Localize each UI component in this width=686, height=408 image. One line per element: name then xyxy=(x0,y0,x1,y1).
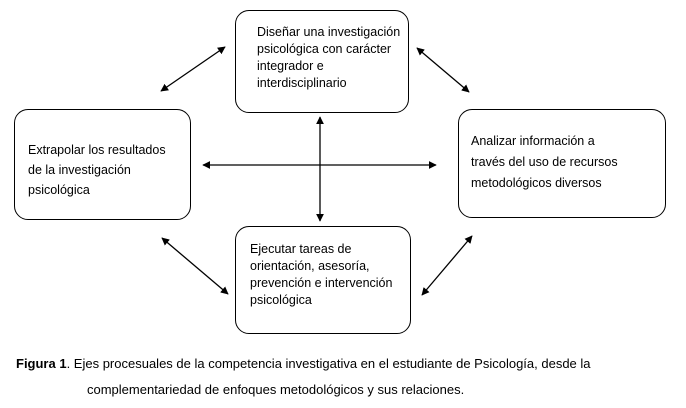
node-design-research: Diseñar una investigación psicológica co… xyxy=(235,10,409,113)
arrow-left-to-bottom xyxy=(161,237,229,295)
caption-text-line-1: . Ejes procesuales de la competencia inv… xyxy=(66,356,591,371)
caption-label: Figura 1 xyxy=(16,356,67,371)
arrow-top-to-right xyxy=(416,47,470,93)
figure-caption: Figura 1. Ejes procesuales de la compete… xyxy=(16,355,591,373)
node-analyze-information-text: Analizar información a través del uso de… xyxy=(471,134,618,190)
caption-text-line-2: complementariedad de enfoques metodológi… xyxy=(87,382,465,397)
node-analyze-information: Analizar información a través del uso de… xyxy=(458,109,666,218)
node-extrapolate-results-text: Extrapolar los resultados de la investig… xyxy=(28,143,166,197)
node-design-research-text: Diseñar una investigación psicológica co… xyxy=(257,25,401,90)
node-execute-tasks: Ejecutar tareas de orientación, asesoría… xyxy=(235,226,411,334)
node-execute-tasks-text: Ejecutar tareas de orientación, asesoría… xyxy=(250,242,393,307)
arrow-right-to-bottom xyxy=(421,235,473,296)
arrow-top-to-left xyxy=(160,46,226,92)
node-extrapolate-results: Extrapolar los resultados de la investig… xyxy=(14,109,191,220)
